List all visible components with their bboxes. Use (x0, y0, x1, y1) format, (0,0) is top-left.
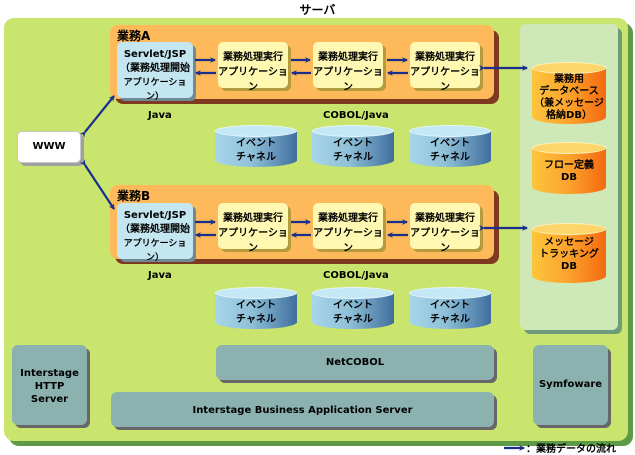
db-line: データベース (539, 86, 599, 97)
business-b-event-channel-2: イベントチャネル (312, 287, 394, 329)
flow-definition-db: フロー定義 DB (532, 142, 606, 194)
interstage-http-server: Interstage HTTP Server (12, 345, 87, 425)
www-node: WWW (17, 131, 81, 163)
business-b-lang-java: Java (148, 270, 172, 281)
app-line1: 業務処理実行 (415, 213, 475, 224)
app-line2: アプリケーション (410, 228, 480, 254)
mw-line: HTTP (34, 381, 65, 392)
event-channel-line1: イベント (430, 300, 470, 311)
app-line2: アプリケーション (218, 67, 288, 93)
db-line: トラッキング (539, 249, 599, 260)
business-a-app-3: 業務処理実行 アプリケーション (410, 42, 480, 93)
message-tracking-db: メッセージ トラッキング DB (532, 223, 606, 283)
event-channel-line2: チャネル (333, 314, 373, 325)
app-line1: 業務処理実行 (318, 52, 378, 63)
event-channel-line2: チャネル (430, 152, 470, 163)
business-a-label: 業務A (117, 29, 151, 43)
event-channel-line2: チャネル (236, 152, 276, 163)
servlet-line3: アプリケーション） (123, 239, 187, 263)
event-channel-line1: イベント (333, 138, 373, 149)
business-b-app-3: 業務処理実行 アプリケーション (410, 203, 480, 254)
app-line2: アプリケーション (313, 67, 383, 93)
business-b-servlet-box: Servlet/JSP （業務処理開始 アプリケーション） (117, 203, 193, 263)
app-line2: アプリケーション (410, 67, 480, 93)
servlet-line2: （業務処理開始 (120, 63, 190, 74)
app-line1: 業務処理実行 (415, 52, 475, 63)
db-line: DB (561, 261, 577, 272)
db-line: フロー定義 (544, 160, 594, 171)
business-b-event-channel-3: イベントチャネル (409, 287, 491, 329)
business-b-app-1: 業務処理実行 アプリケーション (218, 203, 288, 254)
business-b-label: 業務B (117, 189, 151, 203)
app-line1: 業務処理実行 (318, 213, 378, 224)
legend-text: ：業務データの流れ (526, 444, 616, 455)
db-line: 業務用 (554, 74, 584, 85)
arrow-www-to-b (79, 159, 115, 210)
event-channel-line1: イベント (333, 300, 373, 311)
db-line: メッセージ (544, 237, 594, 248)
event-channel-line2: チャネル (333, 152, 373, 163)
business-b-app-2: 業務処理実行 アプリケーション (313, 203, 383, 254)
app-line1: 業務処理実行 (223, 213, 283, 224)
business-a-event-channel-1: イベントチャネル (215, 125, 297, 167)
event-channel-line2: チャネル (430, 314, 470, 325)
servlet-line2: （業務処理開始 (120, 224, 190, 235)
business-a-event-channel-2: イベントチャネル (312, 125, 394, 167)
servlet-line3: アプリケーション） (123, 78, 187, 102)
business-database: 業務用 データベース （兼メッセージ 格納DB） (532, 62, 606, 124)
arrow-www-to-a (79, 95, 115, 138)
symfoware-box: Symfoware (533, 345, 608, 425)
mw-line: Server (30, 394, 69, 405)
db-line: （兼メッセージ (534, 98, 604, 109)
db-line: 格納DB） (546, 110, 592, 121)
app-line2: アプリケーション (313, 228, 383, 254)
ibas-box: Interstage Business Application Server (111, 392, 494, 427)
business-a-app-2: 業務処理実行 アプリケーション (313, 42, 383, 93)
diagram-title: サーバ (299, 3, 336, 17)
business-a-app-1: 業務処理実行 アプリケーション (218, 42, 288, 93)
event-channel-line1: イベント (236, 138, 276, 149)
db-line: DB (561, 172, 577, 183)
business-a-servlet-box: Servlet/JSP （業務処理開始 アプリケーション） (117, 42, 193, 102)
business-a-lang-java: Java (148, 110, 172, 121)
app-line2: アプリケーション (218, 228, 288, 254)
servlet-line1: Servlet/JSP (123, 210, 187, 221)
event-channel-line2: チャネル (236, 314, 276, 325)
business-b-lang-cobol-java: COBOL/Java (323, 270, 389, 281)
servlet-line1: Servlet/JSP (123, 49, 187, 60)
event-channel-line1: イベント (236, 300, 276, 311)
mw-line: Interstage (20, 368, 79, 379)
business-a-event-channel-3: イベントチャネル (409, 125, 491, 167)
event-channel-line1: イベント (430, 138, 470, 149)
business-b-event-channel-1: イベントチャネル (215, 287, 297, 329)
netcobol-box: NetCOBOL (216, 345, 494, 380)
app-line1: 業務処理実行 (223, 52, 283, 63)
business-a-lang-cobol-java: COBOL/Java (323, 110, 389, 121)
